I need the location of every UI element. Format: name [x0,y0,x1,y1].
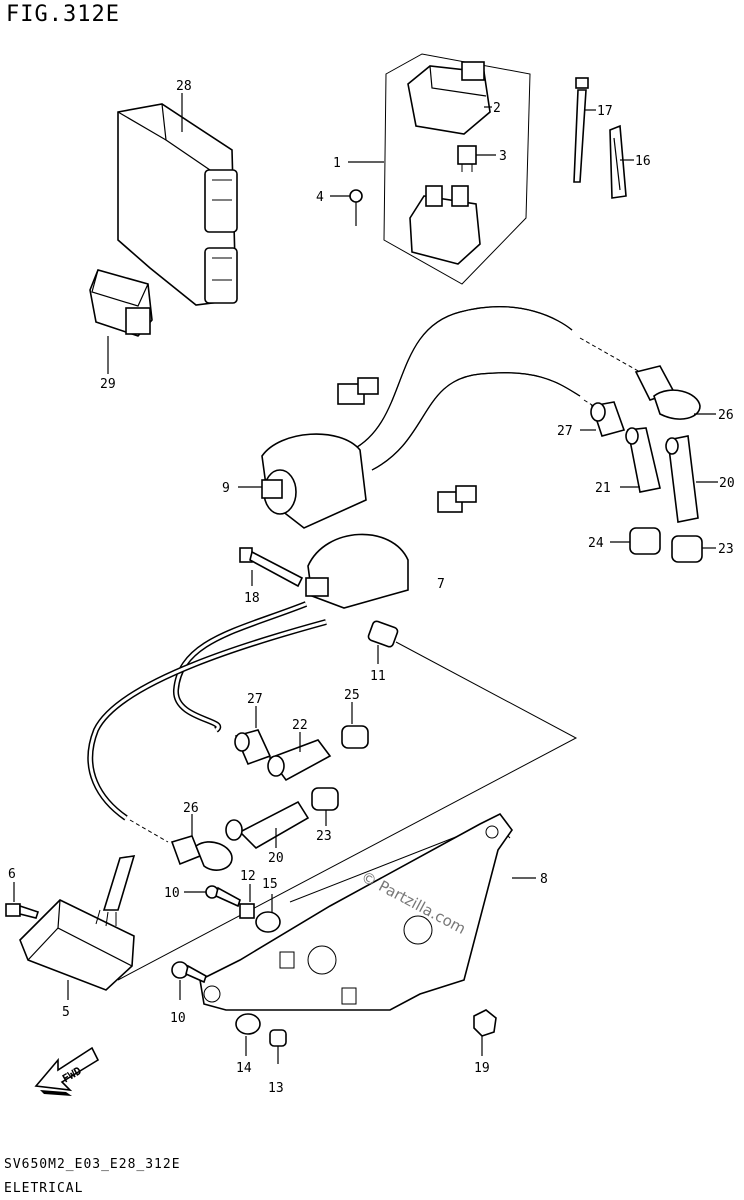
spacer-11[interactable] [367,620,399,648]
bolt-10-lower[interactable] [171,961,207,984]
callout-6: 6 [8,867,16,882]
callout-10-upper: 10 [164,886,180,901]
regulator-rectifier[interactable] [19,855,136,991]
callout-23-upper: 23 [718,542,734,557]
bolt-18[interactable] [239,547,304,588]
callout-24: 24 [588,536,604,551]
figure-title: FIG.312E [6,2,120,27]
collar-13[interactable] [269,1029,287,1047]
plug-cap-22[interactable] [267,739,332,782]
model-code: SV650M2_E03_E28_312E [4,1157,181,1172]
callout-20-upper: 20 [719,476,735,491]
callout-19: 19 [474,1061,490,1076]
bolt-6[interactable] [5,903,40,919]
starter-relay[interactable] [409,185,481,265]
relay-29[interactable] [89,269,153,337]
callout-21: 21 [595,481,611,496]
callout-22: 22 [292,718,308,733]
seal-24[interactable] [629,527,661,555]
seal-23-lower[interactable] [311,787,339,811]
callout-26-upper: 26 [718,408,734,423]
bolt-10-upper[interactable] [205,885,241,908]
nut-19[interactable] [473,1009,497,1037]
fwd-arrow-icon: FWD [34,1046,100,1096]
callout-2: 2 [493,101,501,116]
callout-13: 13 [268,1081,284,1096]
callout-18: 18 [244,591,260,606]
callout-23-lower: 23 [316,829,332,844]
collar-12[interactable] [239,903,255,919]
cap-27-lower[interactable] [234,729,272,766]
plug-cap-20-upper[interactable] [665,435,699,523]
callout-1: 1 [333,156,341,171]
section-title: ELETRICAL [4,1181,84,1196]
callout-27-lower: 27 [247,692,263,707]
callout-29: 29 [100,377,116,392]
callout-16: 16 [635,154,651,169]
callout-26-lower: 26 [183,801,199,816]
callout-10-lower: 10 [170,1011,186,1026]
callout-28: 28 [176,79,192,94]
ignition-coil-front[interactable] [261,377,379,529]
cap-26-upper[interactable] [634,365,701,420]
callout-3: 3 [499,149,507,164]
seal-25[interactable] [341,725,369,749]
cable-tie[interactable] [573,77,589,183]
callout-5: 5 [62,1005,70,1020]
cap-27-upper[interactable] [590,401,626,437]
plug-cap-20-lower[interactable] [225,800,310,849]
callout-15: 15 [262,877,278,892]
starter-relay-cover[interactable] [407,61,491,135]
cap-26-lower[interactable] [170,835,233,871]
clamp[interactable] [609,124,627,199]
callout-11: 11 [370,669,386,684]
callout-7: 7 [437,577,445,592]
callout-25: 25 [344,688,360,703]
callout-4: 4 [316,190,324,205]
callout-8: 8 [540,872,548,887]
callout-27-upper: 27 [557,424,573,439]
seal-23-upper[interactable] [671,535,703,563]
ecm-unit[interactable] [117,103,238,306]
callout-14: 14 [236,1061,252,1076]
callout-9: 9 [222,481,230,496]
plug-cap-21[interactable] [625,427,661,493]
callout-12: 12 [240,869,256,884]
grommet-15[interactable] [255,911,281,933]
callout-17: 17 [597,104,613,119]
fuse[interactable] [457,145,477,172]
grommet-14[interactable] [235,1013,261,1035]
screw-4[interactable] [349,189,363,226]
ignition-coil-rear[interactable] [305,485,477,609]
bracket-8[interactable] [199,812,513,1011]
callout-20-lower: 20 [268,851,284,866]
